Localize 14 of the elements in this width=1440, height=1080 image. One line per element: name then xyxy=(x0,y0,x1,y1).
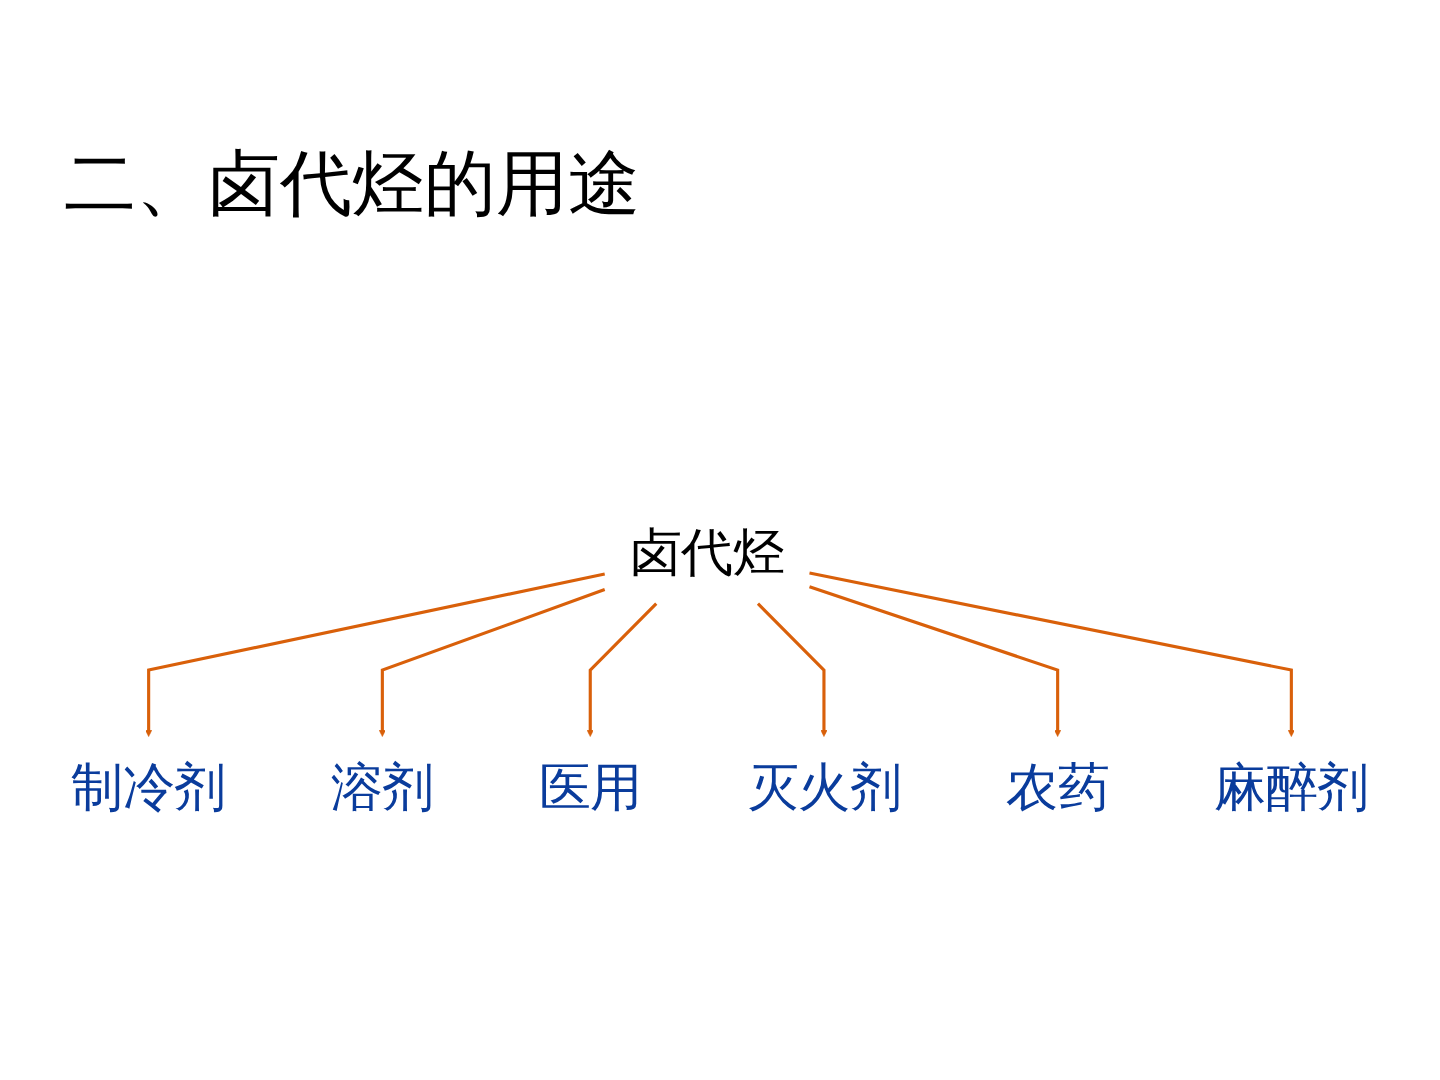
arrow xyxy=(586,602,658,737)
node-text: 溶剂 xyxy=(330,757,434,818)
arrow xyxy=(809,585,1062,737)
node-text: 灭火剂 xyxy=(746,757,902,818)
arrow xyxy=(809,571,1295,737)
node-text: 制冷剂 xyxy=(71,757,227,818)
node-text: 麻醉剂 xyxy=(1213,757,1369,818)
title: 二、卤代烃的用途 xyxy=(64,140,640,227)
node-text: 医用 xyxy=(538,757,642,818)
arrow xyxy=(756,602,828,737)
arrow xyxy=(378,588,606,737)
arrow xyxy=(145,572,606,737)
node-text: 农药 xyxy=(1006,757,1110,818)
node-text: 卤代烃 xyxy=(629,522,785,583)
